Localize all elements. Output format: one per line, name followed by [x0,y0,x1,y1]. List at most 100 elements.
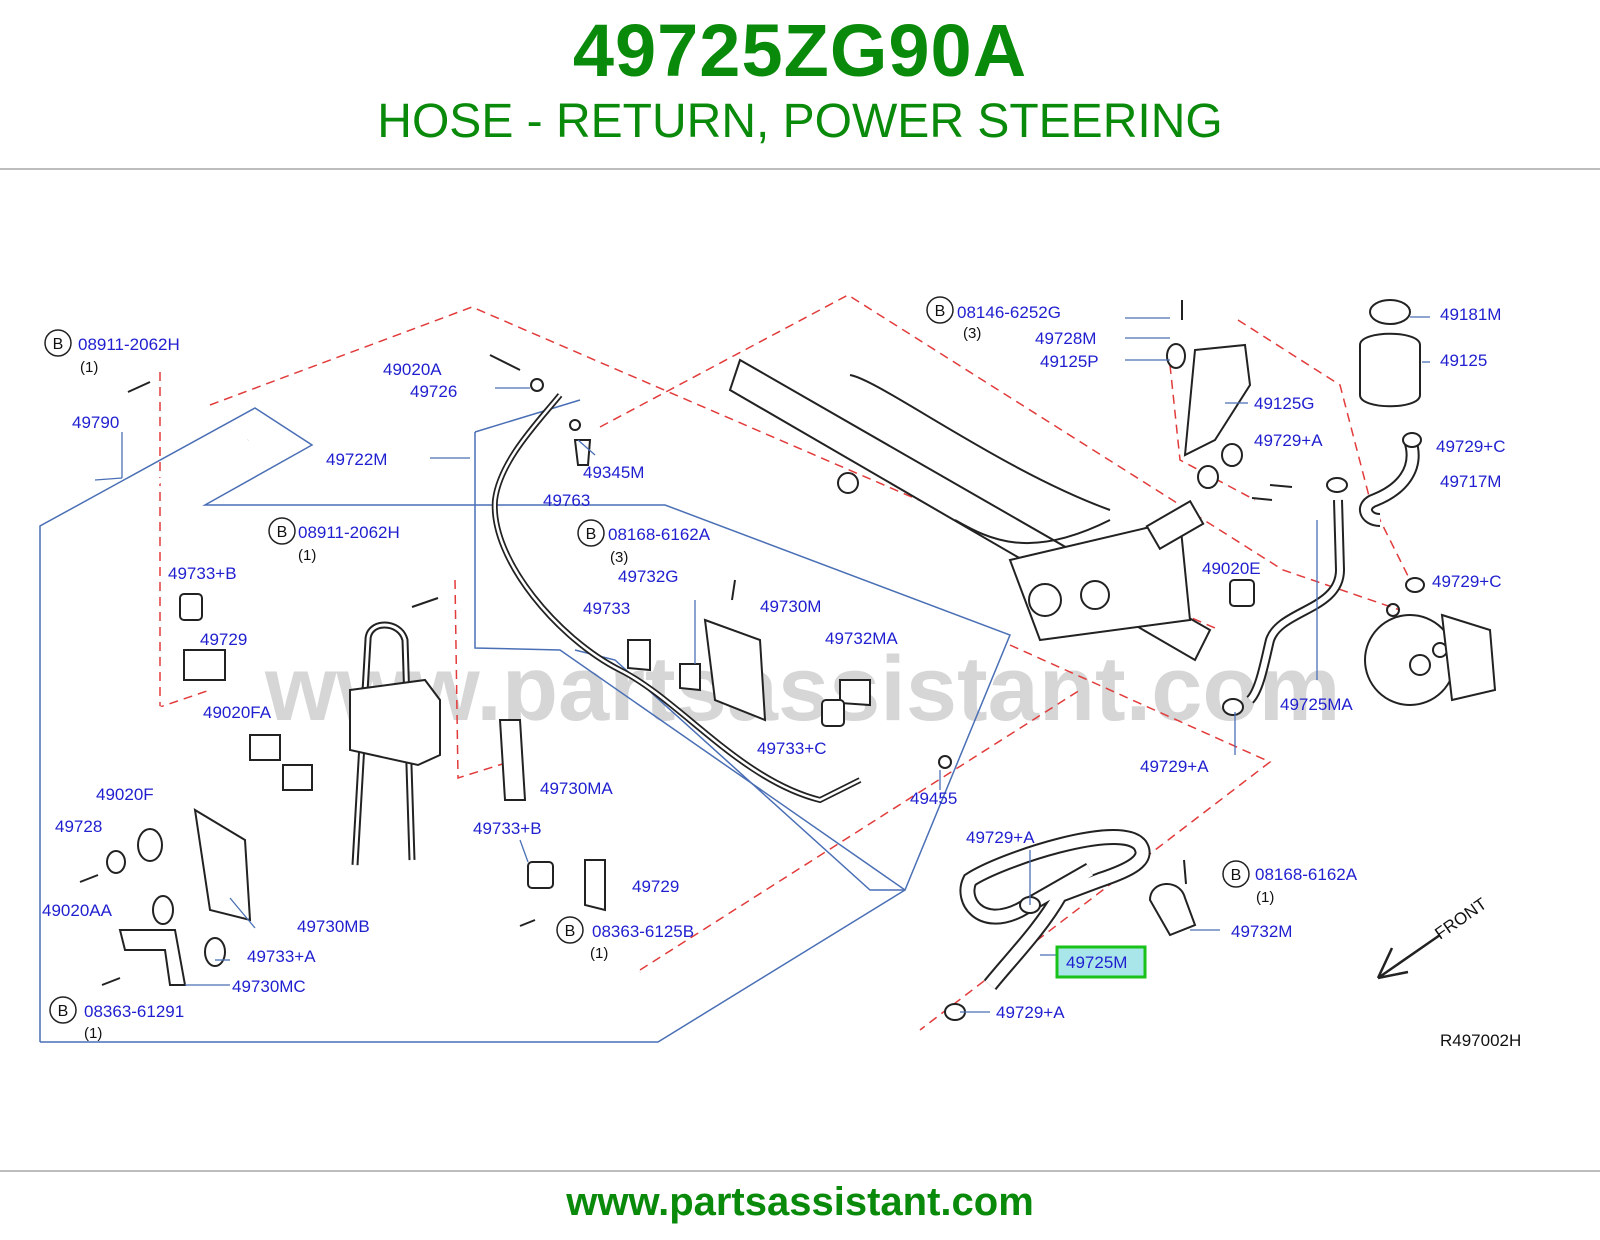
part-label: 49729+A [1140,757,1209,776]
part-label: 08911-2062H [298,523,400,542]
dash-pump-line [1237,319,1411,581]
part-label: 49125G [1254,394,1315,413]
bolt-circle-icon [44,329,72,357]
bolt-circle-icon [49,996,77,1024]
part-label: 49345M [583,463,644,482]
box-middle-top [474,399,581,433]
header-divider [0,168,1600,170]
reservoir-tank [1359,332,1421,408]
pump-body [1440,613,1497,702]
box-left-region [39,407,1011,1042]
part-label: 49730M [760,597,821,616]
part-label: 49733+A [247,947,316,966]
quantity-label: (1) [298,547,316,564]
pressure-hose-inner [493,394,861,802]
part-label: 49729+A [966,828,1035,847]
reservoir-hose-inner [1361,438,1418,525]
quantity-label: (1) [84,1025,102,1042]
highlighted-part-box[interactable] [1055,945,1147,979]
bolt-circle-icon [926,296,954,324]
bracket-49732m [1148,883,1197,937]
part-label: 49729+C [1432,572,1501,591]
leader-lines [94,316,1430,1013]
part-label: 49733+B [473,819,542,838]
part-label: 49730MB [297,917,370,936]
front-arrow-icon: FRONT [1376,894,1490,980]
part-label: 08168-6162A [608,525,711,544]
highlighted-part-label: 49725M [1066,953,1127,972]
reservoir-cap [1369,299,1411,325]
quantity-label: (3) [610,549,628,566]
part-label: 49733 [583,599,630,618]
part-label: 49733+C [757,739,826,758]
part-label: 49729+C [1436,437,1505,456]
bolt-letter: B [277,524,288,541]
part-number-title: 49725ZG90A [572,9,1028,92]
part-label: 49722M [326,450,387,469]
rack-mount-b [1080,580,1110,610]
part-label: 49726 [410,382,457,401]
part-label: 49728M [1035,329,1096,348]
rack-line-1 [849,374,1111,511]
dash-stabilizer [639,689,1081,971]
return-hose-ma-inner [1247,499,1344,703]
part-label: 49020E [1202,559,1261,578]
part-label: 49020FA [203,703,272,722]
dash-bracket [1169,364,1256,501]
power-steering-pump [1364,614,1456,706]
footer-url[interactable]: www.partsassistant.com [566,1180,1034,1224]
part-label: 49733+B [168,564,237,583]
box-middle-region [474,432,906,891]
rack-line-2 [954,519,1111,545]
part-label: 49730MA [540,779,613,798]
part-label: 49729 [632,877,679,896]
part-label: 49790 [72,413,119,432]
part-label: 49717M [1440,472,1501,491]
box-left-bottom [40,889,906,1043]
part-label: 49020AA [42,901,113,920]
part-label: 49732MA [825,629,898,648]
part-label: 49730MC [232,977,306,996]
bolt-letter: B [935,303,946,320]
pump-port-a [1409,654,1431,676]
small-parts [79,300,1425,1021]
part-label: 49020A [383,360,442,379]
bolt-letter: B [58,1003,69,1020]
dash-rack-upper [599,294,1401,611]
bolt-circle-icon [556,916,584,944]
part-label: 49020F [96,785,154,804]
part-label: 49728 [55,817,102,836]
part-label: 49732M [1231,922,1292,941]
rack-mount-c [837,472,859,494]
part-label: 49732G [618,567,679,586]
stabilizer-bar-inner [75,437,642,1013]
bolt-letter: B [586,526,597,543]
cooler-tube-inner [353,623,414,866]
rack-valve [1145,499,1205,551]
part-labels[interactable]: 08911-2062H (1) 49790 49020A 49726 49722… [42,303,1505,1042]
quantity-label: (3) [963,325,981,342]
bolt-letter: B [1231,867,1242,884]
part-label: 49181M [1440,305,1501,324]
part-label: 49763 [543,491,590,510]
footer-divider [0,1170,1600,1172]
part-label: 49725MA [1280,695,1353,714]
part-label: 49455 [910,789,957,808]
part-label: 08363-61291 [84,1002,184,1021]
dash-mid-vertical [454,579,516,780]
part-label: 49729 [200,630,247,649]
dash-left-upper [209,306,1216,629]
front-label: FRONT [1431,894,1490,943]
quantity-label: (1) [590,945,608,962]
part-label: 08911-2062H [78,335,180,354]
rack-mount-a [1028,583,1062,617]
watermark-text: www.partsassistant.com [264,638,1340,740]
part-label: 08168-6162A [1255,865,1358,884]
part-label: 49125P [1040,352,1099,371]
part-label: 49125 [1440,351,1487,370]
bolt-letter: B [53,336,64,353]
bolt-symbols: B B B B B B B [44,296,1250,1024]
quantity-label: (1) [80,359,98,376]
bolt-circle-icon [1222,860,1250,888]
